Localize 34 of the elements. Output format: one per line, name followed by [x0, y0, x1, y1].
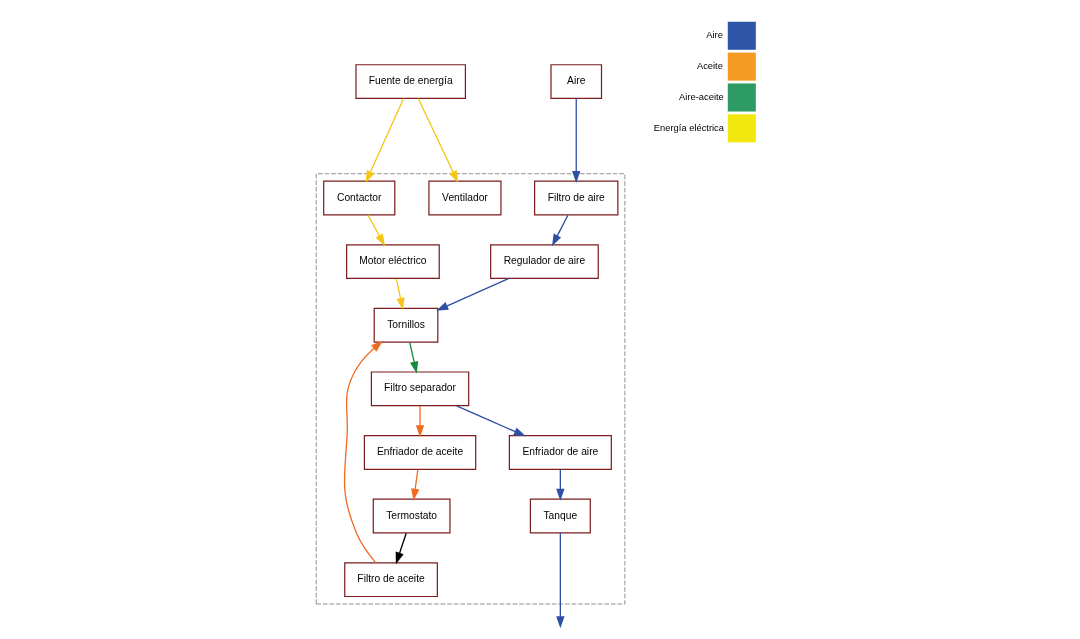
- node-box: Contactor: [323, 180, 396, 216]
- arrow: [415, 405, 425, 438]
- node-box: Ventilador: [428, 180, 502, 216]
- arrow: [436, 278, 510, 311]
- arrow: [551, 214, 569, 247]
- node-box: Aire: [550, 64, 603, 100]
- arrow: [572, 97, 581, 183]
- arrow: [411, 468, 420, 501]
- node-box: Filtro de aceite: [344, 562, 438, 598]
- node-box: Regulador de aire: [490, 244, 599, 280]
- node-box: Termostato: [372, 498, 451, 534]
- legend-label: Aire: [706, 30, 723, 41]
- arrow: [395, 532, 407, 565]
- arrow: [367, 214, 385, 247]
- legend-label: Energía eléctrica: [653, 122, 724, 133]
- node-box: Motor eléctrico: [346, 244, 440, 280]
- arrow: [409, 341, 419, 374]
- arrow: [556, 468, 565, 501]
- node-box: Fuente de energía: [355, 64, 467, 100]
- arrow: [395, 278, 405, 310]
- node-box: Filtro de aire: [534, 180, 619, 216]
- arrow: [365, 97, 405, 183]
- node-box: Tornillos: [373, 307, 439, 343]
- node-box: Tanque: [529, 498, 591, 534]
- legend-label: Aire-aceite: [679, 91, 724, 102]
- arrow: [417, 97, 459, 183]
- node-box: Enfriador de aire: [508, 435, 612, 470]
- cluster: [315, 173, 626, 605]
- node-box: Enfriador de aceite: [363, 435, 477, 470]
- arrow: [343, 340, 383, 564]
- node-box: Filtro separador: [370, 371, 470, 407]
- arrow: [455, 405, 526, 437]
- arrow: [556, 532, 565, 629]
- legend-label: Aceite: [696, 60, 723, 71]
